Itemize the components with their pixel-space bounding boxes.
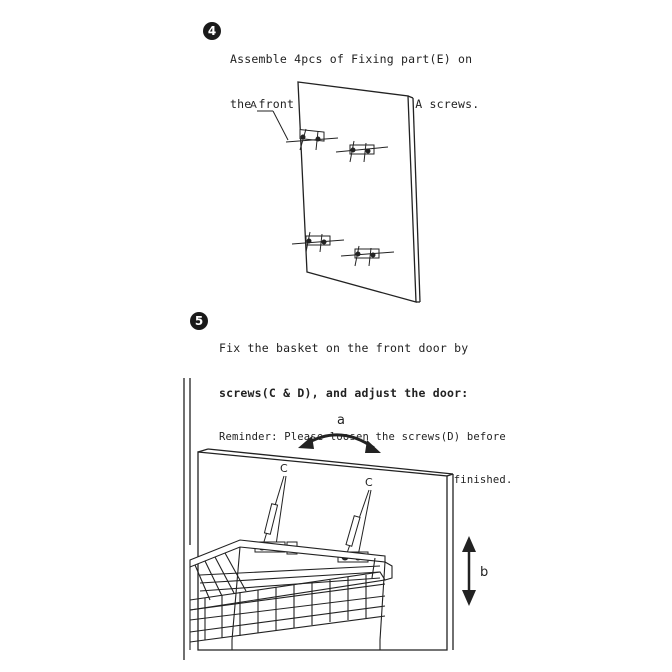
step-4-line-1: Assemble 4pcs of Fixing part(E) on	[230, 52, 473, 66]
screw-a-label: A	[250, 100, 257, 111]
fixing-part-bottom-left	[291, 231, 345, 253]
step-5-line-2: screws(C & D), and adjust the door:	[219, 386, 469, 400]
door-panel-step4	[297, 81, 421, 303]
step-4-badge: 4	[203, 22, 221, 40]
arrow-a-label: a	[337, 413, 345, 428]
cabinet-side-wall	[183, 378, 191, 660]
fixing-part-top-left	[285, 128, 339, 151]
fixing-part-top-right	[335, 140, 389, 163]
vertical-arrow-b-up-head	[462, 536, 476, 552]
screw-c-shafts	[263, 503, 361, 547]
screw-a-callout	[257, 110, 289, 141]
fixing-part-bottom-right	[340, 245, 395, 267]
rotate-arrow-a	[305, 433, 375, 450]
step-5-badge: 5	[190, 312, 208, 330]
vertical-arrow-b-down-head	[462, 590, 476, 606]
rotate-arrow-a-right-head	[365, 440, 381, 453]
screw-c-right-label: C	[365, 476, 373, 489]
arrow-b-label: b	[480, 565, 488, 580]
wire-basket	[189, 539, 393, 650]
screw-c-left-label: C	[280, 462, 288, 475]
step-5-line-1: Fix the basket on the front door by	[219, 341, 469, 355]
rotate-arrow-a-left-head	[298, 436, 314, 449]
